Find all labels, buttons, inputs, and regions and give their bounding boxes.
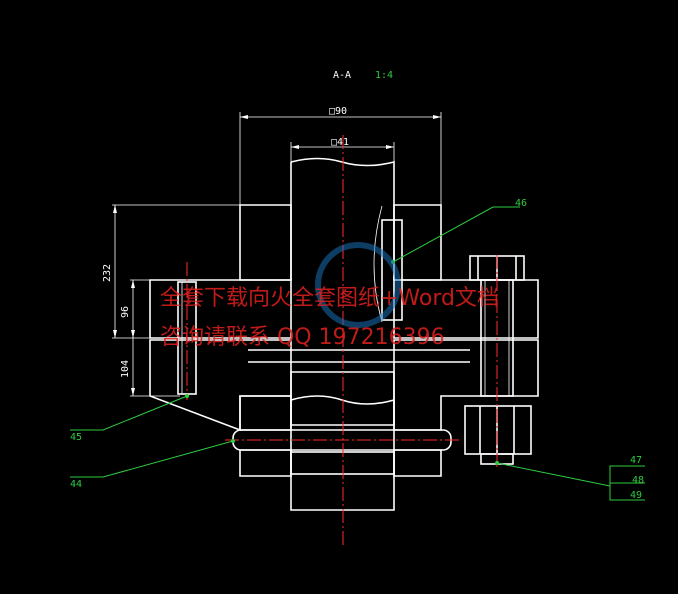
watermark: 全套下载向火全套图纸+Word文档 咨询请联系 QQ 1972163​96 xyxy=(160,242,499,350)
watermark-line1: 全套下载向火全套图纸+Word文档 xyxy=(160,286,499,311)
watermark-line2: 咨询请联系 QQ 1972163​96 xyxy=(160,325,445,350)
label-45: 45 xyxy=(70,432,82,443)
view-label: A-A xyxy=(333,70,351,81)
dim-outer-square: □90 xyxy=(239,106,442,205)
dim-104: 104 xyxy=(120,360,131,378)
center-lines xyxy=(186,135,498,545)
leaders: 46 45 44 47 48 49 xyxy=(70,198,645,501)
dim-232: 232 xyxy=(102,264,113,282)
label-48: 48 xyxy=(632,475,644,486)
label-47: 47 xyxy=(630,455,642,466)
dim-outer-text: □90 xyxy=(329,106,347,117)
dim-vertical: 232 96 104 xyxy=(102,204,240,397)
dim-inner-text: □41 xyxy=(331,137,349,148)
scale-label: 1:4 xyxy=(375,70,393,81)
label-46: 46 xyxy=(515,198,527,209)
key-46 xyxy=(373,205,403,323)
label-44: 44 xyxy=(70,479,82,490)
label-49: 49 xyxy=(630,490,642,501)
dim-96: 96 xyxy=(120,306,131,318)
